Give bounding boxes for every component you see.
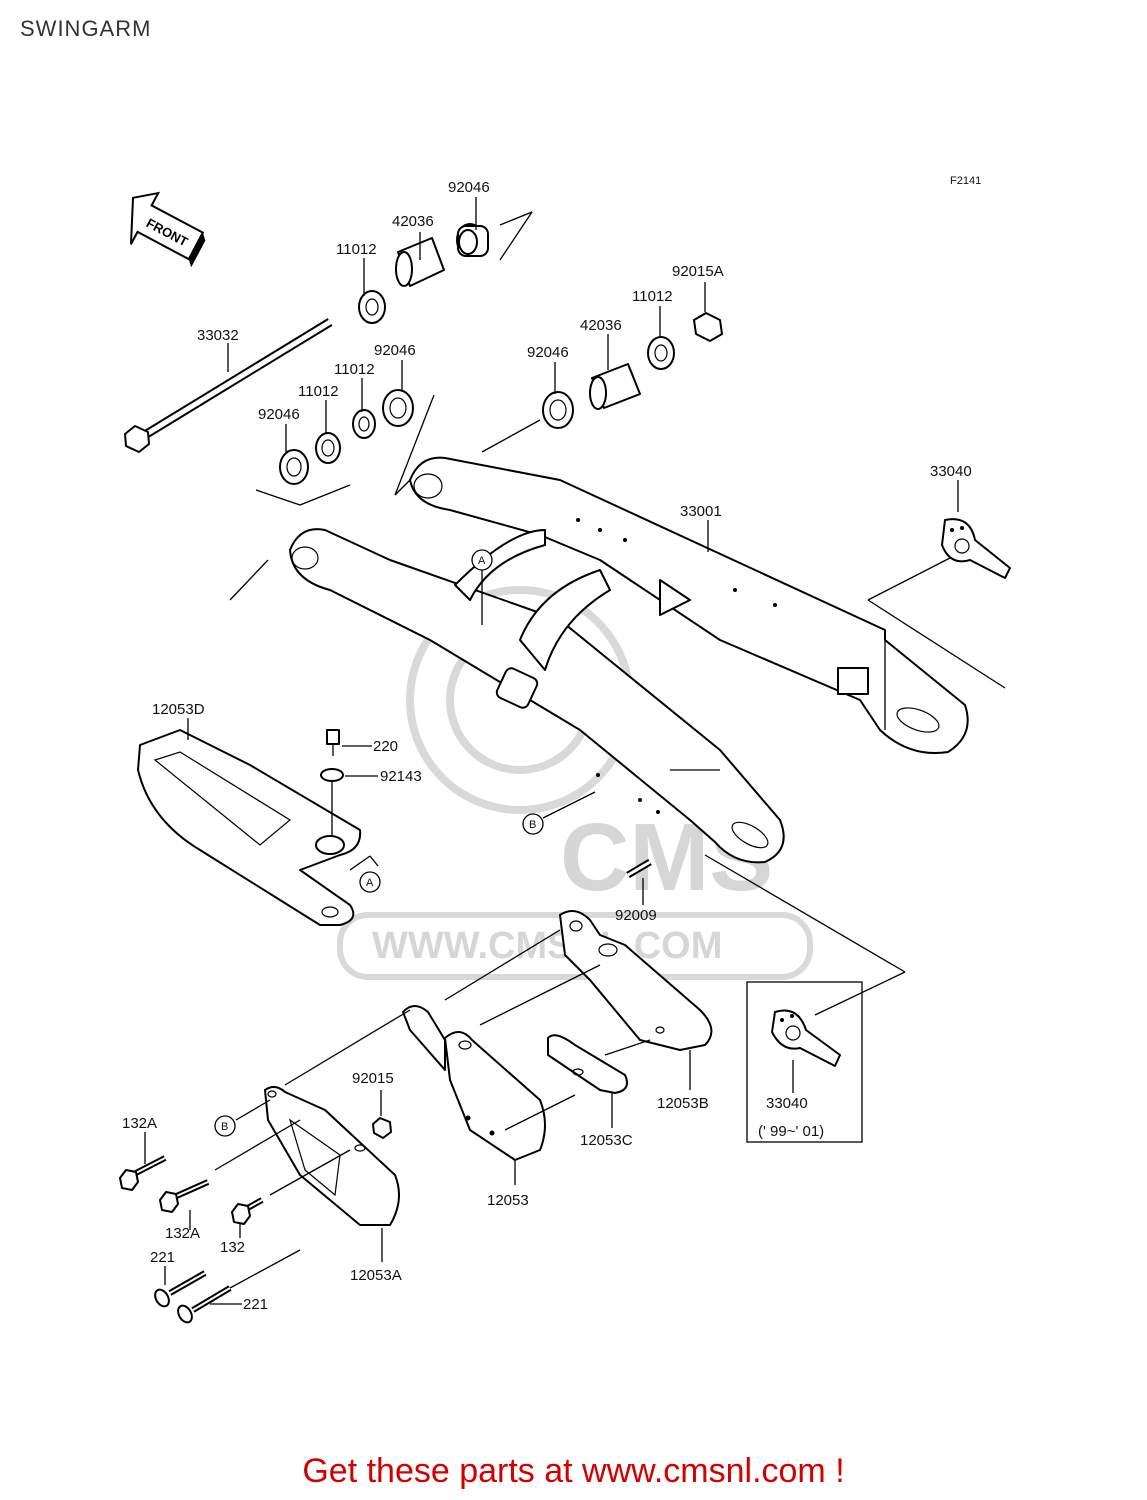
bearing-group-left bbox=[255, 389, 435, 506]
callout-11012-l1: 11012 bbox=[334, 361, 375, 378]
callout-92046-top: 92046 bbox=[448, 179, 490, 196]
screw-221-2-part bbox=[177, 1285, 232, 1324]
cta-link[interactable]: Get these parts at www.cmsnl.com ! bbox=[302, 1452, 845, 1490]
callout-11012-top: 11012 bbox=[336, 241, 377, 258]
cta-banner[interactable]: Get these parts at www.cmsnl.com ! bbox=[0, 1452, 1147, 1491]
ref-marker-a-2 bbox=[359, 871, 381, 893]
figure-ref: F2141 bbox=[950, 175, 981, 187]
callout-33032: 33032 bbox=[197, 327, 239, 344]
nut-92015-part bbox=[372, 1117, 392, 1139]
callout-92009: 92009 bbox=[615, 907, 657, 924]
callout-132: 132 bbox=[220, 1239, 245, 1256]
callout-33040-bot: 33040 bbox=[766, 1095, 808, 1112]
swingarm-guard-part bbox=[137, 729, 362, 926]
callout-132A-2: 132A bbox=[165, 1225, 200, 1242]
years-note: (' 99~' 01) bbox=[758, 1123, 824, 1140]
callout-221-2: 221 bbox=[243, 1296, 268, 1313]
ref-b-1: B bbox=[529, 819, 536, 831]
ref-marker-b-1 bbox=[522, 813, 544, 835]
stud-92009-part bbox=[626, 858, 652, 879]
collar-92143-part bbox=[320, 768, 344, 782]
callout-11012-l2: 11012 bbox=[298, 383, 339, 400]
screw-221-1-part bbox=[154, 1270, 207, 1308]
callout-33001: 33001 bbox=[680, 503, 722, 520]
callout-92015A: 92015A bbox=[672, 263, 724, 280]
front-arrow-icon: FRONT bbox=[129, 191, 206, 268]
callout-92046-l1: 92046 bbox=[374, 342, 416, 359]
chain-adjuster-part-top bbox=[867, 518, 1011, 689]
callout-12053D: 12053D bbox=[152, 701, 205, 718]
callout-220: 220 bbox=[373, 738, 398, 755]
callout-92046-l2: 92046 bbox=[258, 406, 300, 423]
swingarm-part bbox=[229, 456, 969, 864]
swingarm-exploded-diagram: CMS WWW.CMSNL.COM F2141 FRONT 33032 9204… bbox=[119, 175, 1011, 1324]
callout-42036-r: 42036 bbox=[580, 317, 622, 334]
callout-12053A: 12053A bbox=[350, 1267, 402, 1284]
bolt-132A-2-part bbox=[159, 1179, 210, 1213]
watermark-url: WWW.CMSNL.COM bbox=[372, 925, 722, 967]
callout-11012-r: 11012 bbox=[632, 288, 673, 305]
callout-92015: 92015 bbox=[352, 1070, 394, 1087]
ref-a-1: A bbox=[478, 555, 486, 567]
bolt-132A-1-part bbox=[119, 1155, 167, 1191]
chain-guide-assembly bbox=[264, 910, 713, 1226]
callout-92046-r: 92046 bbox=[527, 344, 569, 361]
callout-221-1: 221 bbox=[150, 1249, 175, 1266]
bearing-group-top bbox=[358, 211, 533, 324]
bolt-132-part bbox=[231, 1197, 264, 1225]
callout-42036-top: 42036 bbox=[392, 213, 434, 230]
chain-adjuster-part-bottom bbox=[771, 1009, 841, 1067]
bolt-220-part bbox=[326, 729, 340, 756]
ref-a-2: A bbox=[366, 877, 374, 889]
bearing-group-right bbox=[481, 312, 723, 453]
callout-33040-top: 33040 bbox=[930, 463, 972, 480]
inset-box bbox=[746, 981, 863, 1143]
callout-12053: 12053 bbox=[487, 1192, 529, 1209]
callout-12053B: 12053B bbox=[657, 1095, 709, 1112]
callout-92143: 92143 bbox=[380, 768, 422, 785]
callout-132A-1: 132A bbox=[122, 1115, 157, 1132]
ref-b-2: B bbox=[221, 1121, 228, 1133]
page-title: SWINGARM bbox=[20, 16, 152, 41]
ref-marker-b-2 bbox=[214, 1115, 236, 1137]
pivot-shaft-part bbox=[124, 318, 333, 453]
callout-12053C: 12053C bbox=[580, 1132, 633, 1149]
